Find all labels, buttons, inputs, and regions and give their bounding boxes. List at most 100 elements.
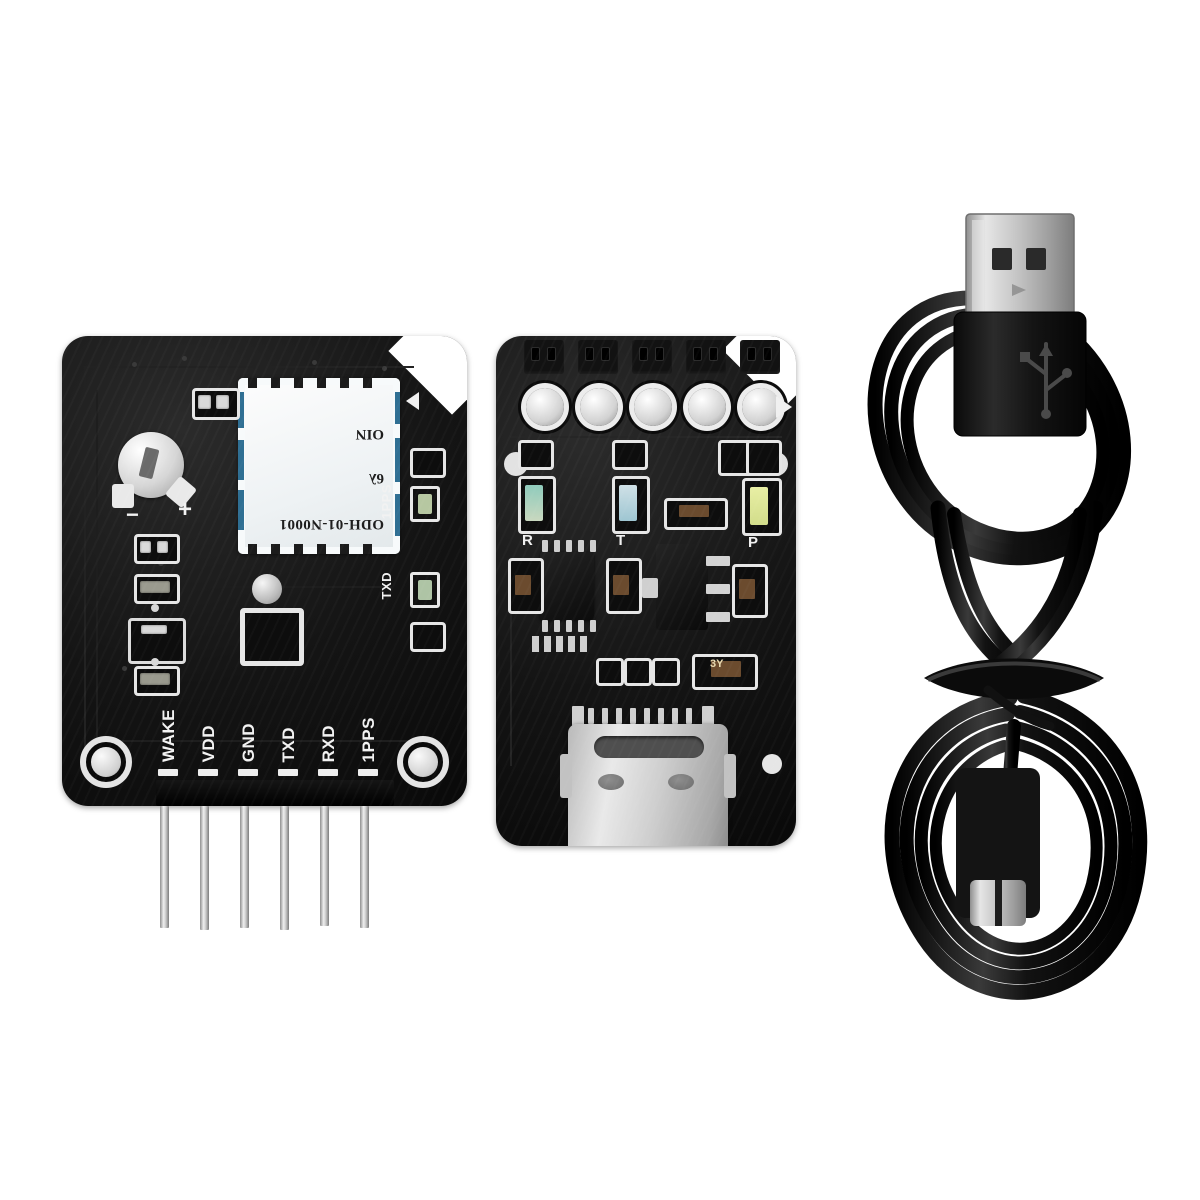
smd-pad	[134, 574, 180, 604]
usb-c-dimple	[668, 774, 694, 790]
usb-cable[interactable]	[828, 178, 1188, 1018]
pin-label-rxd: RXD	[319, 724, 338, 762]
pad-marker	[198, 769, 218, 776]
pcb-via	[132, 362, 137, 367]
pin-label-gnd: GND	[239, 722, 258, 762]
usb-c-dimple	[598, 774, 624, 790]
usb-a-plug	[953, 213, 1087, 437]
led-r	[525, 485, 543, 521]
led-p	[750, 487, 768, 525]
smd-pad	[596, 658, 624, 686]
pcb-via	[312, 360, 317, 365]
pin-header-strip[interactable]	[156, 780, 394, 806]
pcb-via	[151, 658, 159, 666]
led-txd	[410, 572, 440, 608]
smd-resistor-footprint	[606, 558, 642, 614]
module-castellation	[294, 378, 303, 388]
smd-pad	[612, 440, 648, 470]
module-castellation	[317, 378, 326, 388]
module-marking-line1: ODH-01-N0001	[279, 516, 384, 532]
through-hole-pad	[526, 388, 564, 426]
smd-pad	[568, 636, 575, 652]
smd-resistor-footprint	[732, 564, 768, 618]
module-substrate-edge	[395, 392, 400, 424]
ic-leg	[590, 540, 596, 552]
interface-ic	[540, 552, 594, 620]
smd-resistor-footprint	[664, 498, 728, 530]
header-block	[578, 340, 618, 374]
usb-a-contact-window	[992, 248, 1012, 270]
regulator-pin	[706, 584, 730, 594]
smd-pad	[128, 618, 186, 664]
header-block	[686, 340, 726, 374]
usb-c-port[interactable]	[560, 702, 736, 846]
led-r-label: R	[522, 532, 533, 549]
mount-hole-right	[397, 736, 449, 788]
gps-board-front[interactable]: DX-PJ17-V2.0 ODH-01-N0001	[62, 336, 467, 806]
module-marking-text: ODH-01-N0001 6λ OIN	[238, 378, 400, 554]
ic-leg	[566, 620, 572, 632]
pcb-via	[382, 366, 387, 371]
ic-leg	[578, 620, 584, 632]
module-castellation	[248, 378, 257, 388]
ic-leg	[566, 540, 572, 552]
pcb-trace	[510, 436, 782, 438]
smd-pad-pair	[192, 388, 240, 420]
pin-label-txd: TXD	[279, 726, 298, 763]
pcb-trace	[84, 366, 414, 368]
mount-hole-bottom	[762, 754, 782, 774]
led-1pps	[410, 486, 440, 522]
ic-leg	[554, 540, 560, 552]
pad-marker	[318, 769, 338, 776]
module-castellation	[271, 544, 280, 554]
through-hole-pad	[634, 388, 672, 426]
module-castellation	[363, 544, 372, 554]
smd-pad	[410, 622, 446, 652]
module-castellation	[294, 544, 303, 554]
through-hole-pad	[688, 388, 726, 426]
module-castellation	[248, 544, 257, 554]
usb-trident-icon	[1020, 342, 1072, 419]
header-block	[524, 340, 564, 374]
gps-receiver-module: ODH-01-N0001 6λ OIN	[238, 378, 400, 554]
cable-illustration	[867, 213, 1148, 1000]
polarity-minus-label: −	[126, 502, 140, 527]
through-hole-pad	[742, 388, 780, 426]
led-p-label: P	[748, 534, 759, 551]
resistor-marking-3y: 3Y	[710, 658, 724, 670]
smd-pad	[410, 448, 446, 478]
pcb-via	[182, 356, 187, 361]
led-txd-label: TXD	[379, 572, 394, 600]
module-substrate-edge	[238, 440, 244, 480]
led-r-footprint	[518, 476, 556, 534]
smd-pad	[746, 440, 782, 476]
pin-header-pins[interactable]	[62, 806, 467, 936]
pcb-trace	[510, 566, 512, 766]
through-hole-pad	[580, 388, 618, 426]
module-castellation	[363, 378, 372, 388]
module-substrate-edge	[238, 490, 244, 530]
ic-leg	[590, 620, 596, 632]
gps-board-back[interactable]: R T P	[496, 336, 796, 846]
module-castellation	[271, 378, 280, 388]
pcb-trace	[212, 586, 392, 588]
pcb-trace	[96, 740, 416, 742]
usb-c-opening	[594, 736, 704, 758]
smd-pad	[624, 658, 652, 686]
module-substrate-edge	[395, 438, 400, 482]
smd-pad	[518, 440, 554, 470]
pin-label-1pps: 1PPS	[359, 716, 378, 762]
antenna-solder-blob	[252, 574, 282, 604]
smd-pad	[652, 658, 680, 686]
usb-a-contact-window	[1026, 248, 1046, 270]
module-substrate-edge	[395, 494, 400, 536]
cable-tie	[924, 658, 1104, 731]
polarity-plus-label: +	[178, 496, 193, 523]
led-1pps-label: 1PPS	[379, 484, 394, 520]
smd-pad	[134, 666, 180, 696]
module-substrate-edge	[238, 392, 244, 428]
pad-marker	[278, 769, 298, 776]
supercap-marking	[138, 446, 160, 480]
usb-c-tab	[724, 754, 736, 798]
